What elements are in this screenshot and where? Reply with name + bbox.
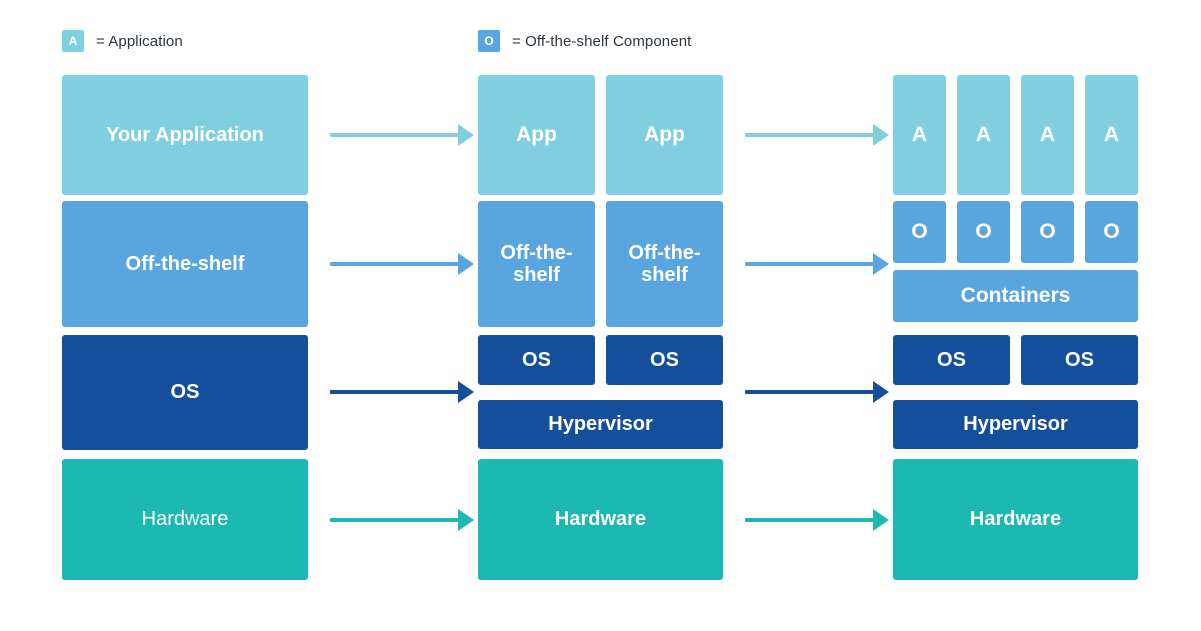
col1-block-os: OS	[62, 335, 308, 450]
col3-block-o-4: O	[1085, 201, 1138, 263]
col1-block-hardware: Hardware	[62, 459, 308, 580]
col3-block-a-1: A	[893, 75, 946, 195]
col2-block-app-1: App	[478, 75, 595, 195]
col2-block-offtheshelf-2: Off-the-shelf	[606, 201, 723, 327]
arrow-head	[458, 253, 474, 275]
col3-block-o-2: O	[957, 201, 1010, 263]
arrow-head	[458, 381, 474, 403]
arrow-os-2	[745, 381, 889, 403]
arrow-os-1	[330, 381, 474, 403]
arrow-offtheshelf-1	[330, 253, 474, 275]
arrow-head	[873, 381, 889, 403]
col3-block-hardware: Hardware	[893, 459, 1138, 580]
legend-label-application: = Application	[96, 32, 183, 50]
legend-label-offtheshelf: = Off-the-shelf Component	[512, 32, 692, 50]
arrow-head	[873, 124, 889, 146]
arrow-head	[458, 124, 474, 146]
col2-block-offtheshelf-1: Off-the-shelf	[478, 201, 595, 327]
arrow-shaft	[330, 262, 461, 266]
arrow-head	[873, 253, 889, 275]
col2-block-os-1: OS	[478, 335, 595, 385]
legend-item-application: A = Application	[62, 30, 183, 52]
col3-block-os-2: OS	[1021, 335, 1138, 385]
col3-block-o-3: O	[1021, 201, 1074, 263]
arrow-head	[873, 509, 889, 531]
legend-badge-o: O	[478, 30, 500, 52]
col3-block-containers: Containers	[893, 270, 1138, 322]
arrow-shaft	[330, 133, 461, 137]
col2-block-app-2: App	[606, 75, 723, 195]
arrow-hardware-2	[745, 509, 889, 531]
col3-block-a-4: A	[1085, 75, 1138, 195]
col1-block-offtheshelf: Off-the-shelf	[62, 201, 308, 327]
col2-block-hypervisor: Hypervisor	[478, 400, 723, 449]
col2-block-os-2: OS	[606, 335, 723, 385]
legend-badge-a: A	[62, 30, 84, 52]
col2-block-hardware: Hardware	[478, 459, 723, 580]
arrow-shaft	[745, 390, 876, 394]
arrow-shaft	[330, 518, 461, 522]
arrow-shaft	[745, 133, 876, 137]
arrow-offtheshelf-2	[745, 253, 889, 275]
legend-item-offtheshelf: O = Off-the-shelf Component	[478, 30, 691, 52]
arrow-application-2	[745, 124, 889, 146]
arrow-application-1	[330, 124, 474, 146]
arrow-shaft	[745, 262, 876, 266]
col3-block-a-3: A	[1021, 75, 1074, 195]
col3-block-hypervisor: Hypervisor	[893, 400, 1138, 449]
col3-block-a-2: A	[957, 75, 1010, 195]
col3-block-o-1: O	[893, 201, 946, 263]
arrow-shaft	[745, 518, 876, 522]
arrow-hardware-1	[330, 509, 474, 531]
col1-block-application: Your Application	[62, 75, 308, 195]
col3-block-os-1: OS	[893, 335, 1010, 385]
arrow-head	[458, 509, 474, 531]
arrow-shaft	[330, 390, 461, 394]
